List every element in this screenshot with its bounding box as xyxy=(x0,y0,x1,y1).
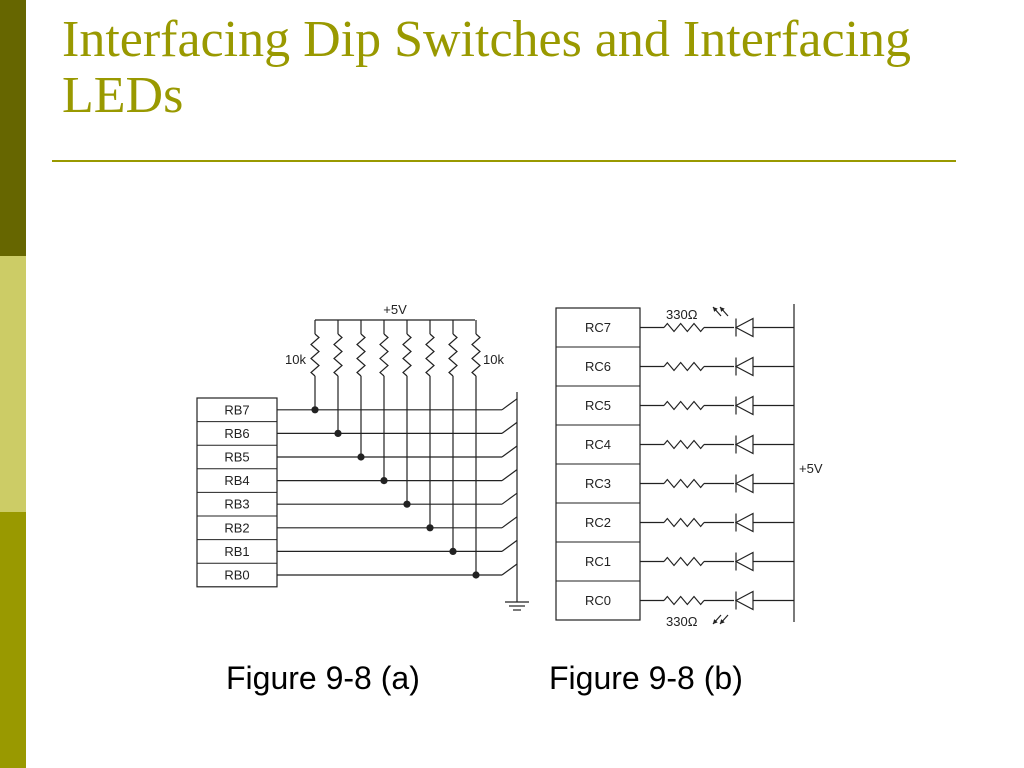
fig-b-light-arrowhead xyxy=(713,307,718,312)
fig-b-current-limit-resistor xyxy=(663,400,705,411)
fig-a-dip-switch xyxy=(501,398,518,411)
fig-b-current-limit-resistor xyxy=(663,361,705,372)
fig-a-pin-label: RB1 xyxy=(224,544,249,559)
fig-b-current-limit-resistor xyxy=(663,595,705,606)
fig-a-pullup-resistor xyxy=(402,333,412,377)
fig-a-pin-label: RB3 xyxy=(224,497,249,512)
fig-b-pin-label: RC5 xyxy=(585,398,611,413)
fig-a-junction-dot xyxy=(357,453,365,461)
slide-title: Interfacing Dip Switches and Interfacing… xyxy=(62,11,912,124)
fig-a-junction-dot xyxy=(403,500,411,508)
fig-b-pin-label: RC6 xyxy=(585,359,611,374)
fig-b-led-diode xyxy=(734,317,754,338)
fig-a-resistor-label-left: 10k xyxy=(285,352,306,367)
fig-b-pin-label: RC7 xyxy=(585,320,611,335)
sidebar-stripe-top xyxy=(0,0,26,256)
fig-a-pullup-resistor xyxy=(471,333,481,377)
fig-b-current-limit-resistor xyxy=(663,556,705,567)
fig-a-dip-switch xyxy=(501,421,518,434)
title-divider xyxy=(52,160,956,162)
fig-b-led-diode xyxy=(734,356,754,377)
fig-b-led-diode xyxy=(734,473,754,494)
fig-b-led-diode xyxy=(734,434,754,455)
fig-a-junction-dot xyxy=(472,571,480,579)
fig-a-dip-switch xyxy=(501,492,518,505)
fig-b-current-limit-resistor xyxy=(663,478,705,489)
fig-a-pin-label: RB7 xyxy=(224,402,249,417)
fig-a-pullup-resistor xyxy=(356,333,366,377)
fig-b-light-arrowhead xyxy=(720,619,725,624)
figure-b-caption: Figure 9-8 (b) xyxy=(549,660,743,696)
figure-a-caption: Figure 9-8 (a) xyxy=(226,660,420,696)
fig-b-led-diode xyxy=(734,590,754,611)
sidebar-stripe-middle xyxy=(0,256,26,512)
fig-a-pin-label: RB2 xyxy=(224,520,249,535)
fig-a-pullup-resistor xyxy=(448,333,458,377)
fig-b-light-arrowhead xyxy=(713,619,718,624)
fig-a-pullup-resistor xyxy=(379,333,389,377)
fig-b-led-diode xyxy=(734,551,754,572)
fig-a-dip-switch xyxy=(501,563,518,576)
fig-a-junction-dot xyxy=(426,524,434,532)
fig-a-dip-switch xyxy=(501,516,518,529)
fig-a-junction-dot xyxy=(334,429,342,437)
fig-b-pin-label: RC4 xyxy=(585,437,611,452)
fig-a-pullup-resistor xyxy=(310,333,320,377)
fig-b-current-limit-resistor xyxy=(663,517,705,528)
fig-b-current-limit-resistor xyxy=(663,322,705,333)
sidebar-stripe-bottom xyxy=(0,512,26,768)
fig-a-junction-dot xyxy=(311,406,319,414)
fig-b-pin-label: RC1 xyxy=(585,554,611,569)
fig-b-led-diode xyxy=(734,395,754,416)
fig-a-dip-switch xyxy=(501,539,518,552)
fig-a-junction-dot xyxy=(449,547,457,555)
fig-a-pin-label: RB0 xyxy=(224,568,249,583)
fig-b-resistor-label-bottom: 330Ω xyxy=(666,614,698,629)
fig-b-led-diode xyxy=(734,512,754,533)
fig-b-light-arrowhead xyxy=(720,307,725,312)
fig-a-pullup-resistor xyxy=(425,333,435,377)
fig-a-pin-label: RB5 xyxy=(224,450,249,465)
fig-a-junction-dot xyxy=(380,477,388,485)
fig-a-pullup-resistor xyxy=(333,333,343,377)
fig-b-current-limit-resistor xyxy=(663,439,705,450)
fig-b-supply-label: +5V xyxy=(799,461,823,476)
fig-a-pin-label: RB4 xyxy=(224,473,249,488)
fig-a-supply-label: +5V xyxy=(383,302,407,317)
fig-a-pin-label: RB6 xyxy=(224,426,249,441)
fig-b-pin-label: RC0 xyxy=(585,593,611,608)
fig-a-dip-switch xyxy=(501,445,518,458)
fig-b-pin-label: RC2 xyxy=(585,515,611,530)
fig-a-resistor-label-right: 10k xyxy=(483,352,504,367)
fig-b-resistor-label-top: 330Ω xyxy=(666,307,698,322)
fig-a-dip-switch xyxy=(501,469,518,482)
fig-b-pin-label: RC3 xyxy=(585,476,611,491)
